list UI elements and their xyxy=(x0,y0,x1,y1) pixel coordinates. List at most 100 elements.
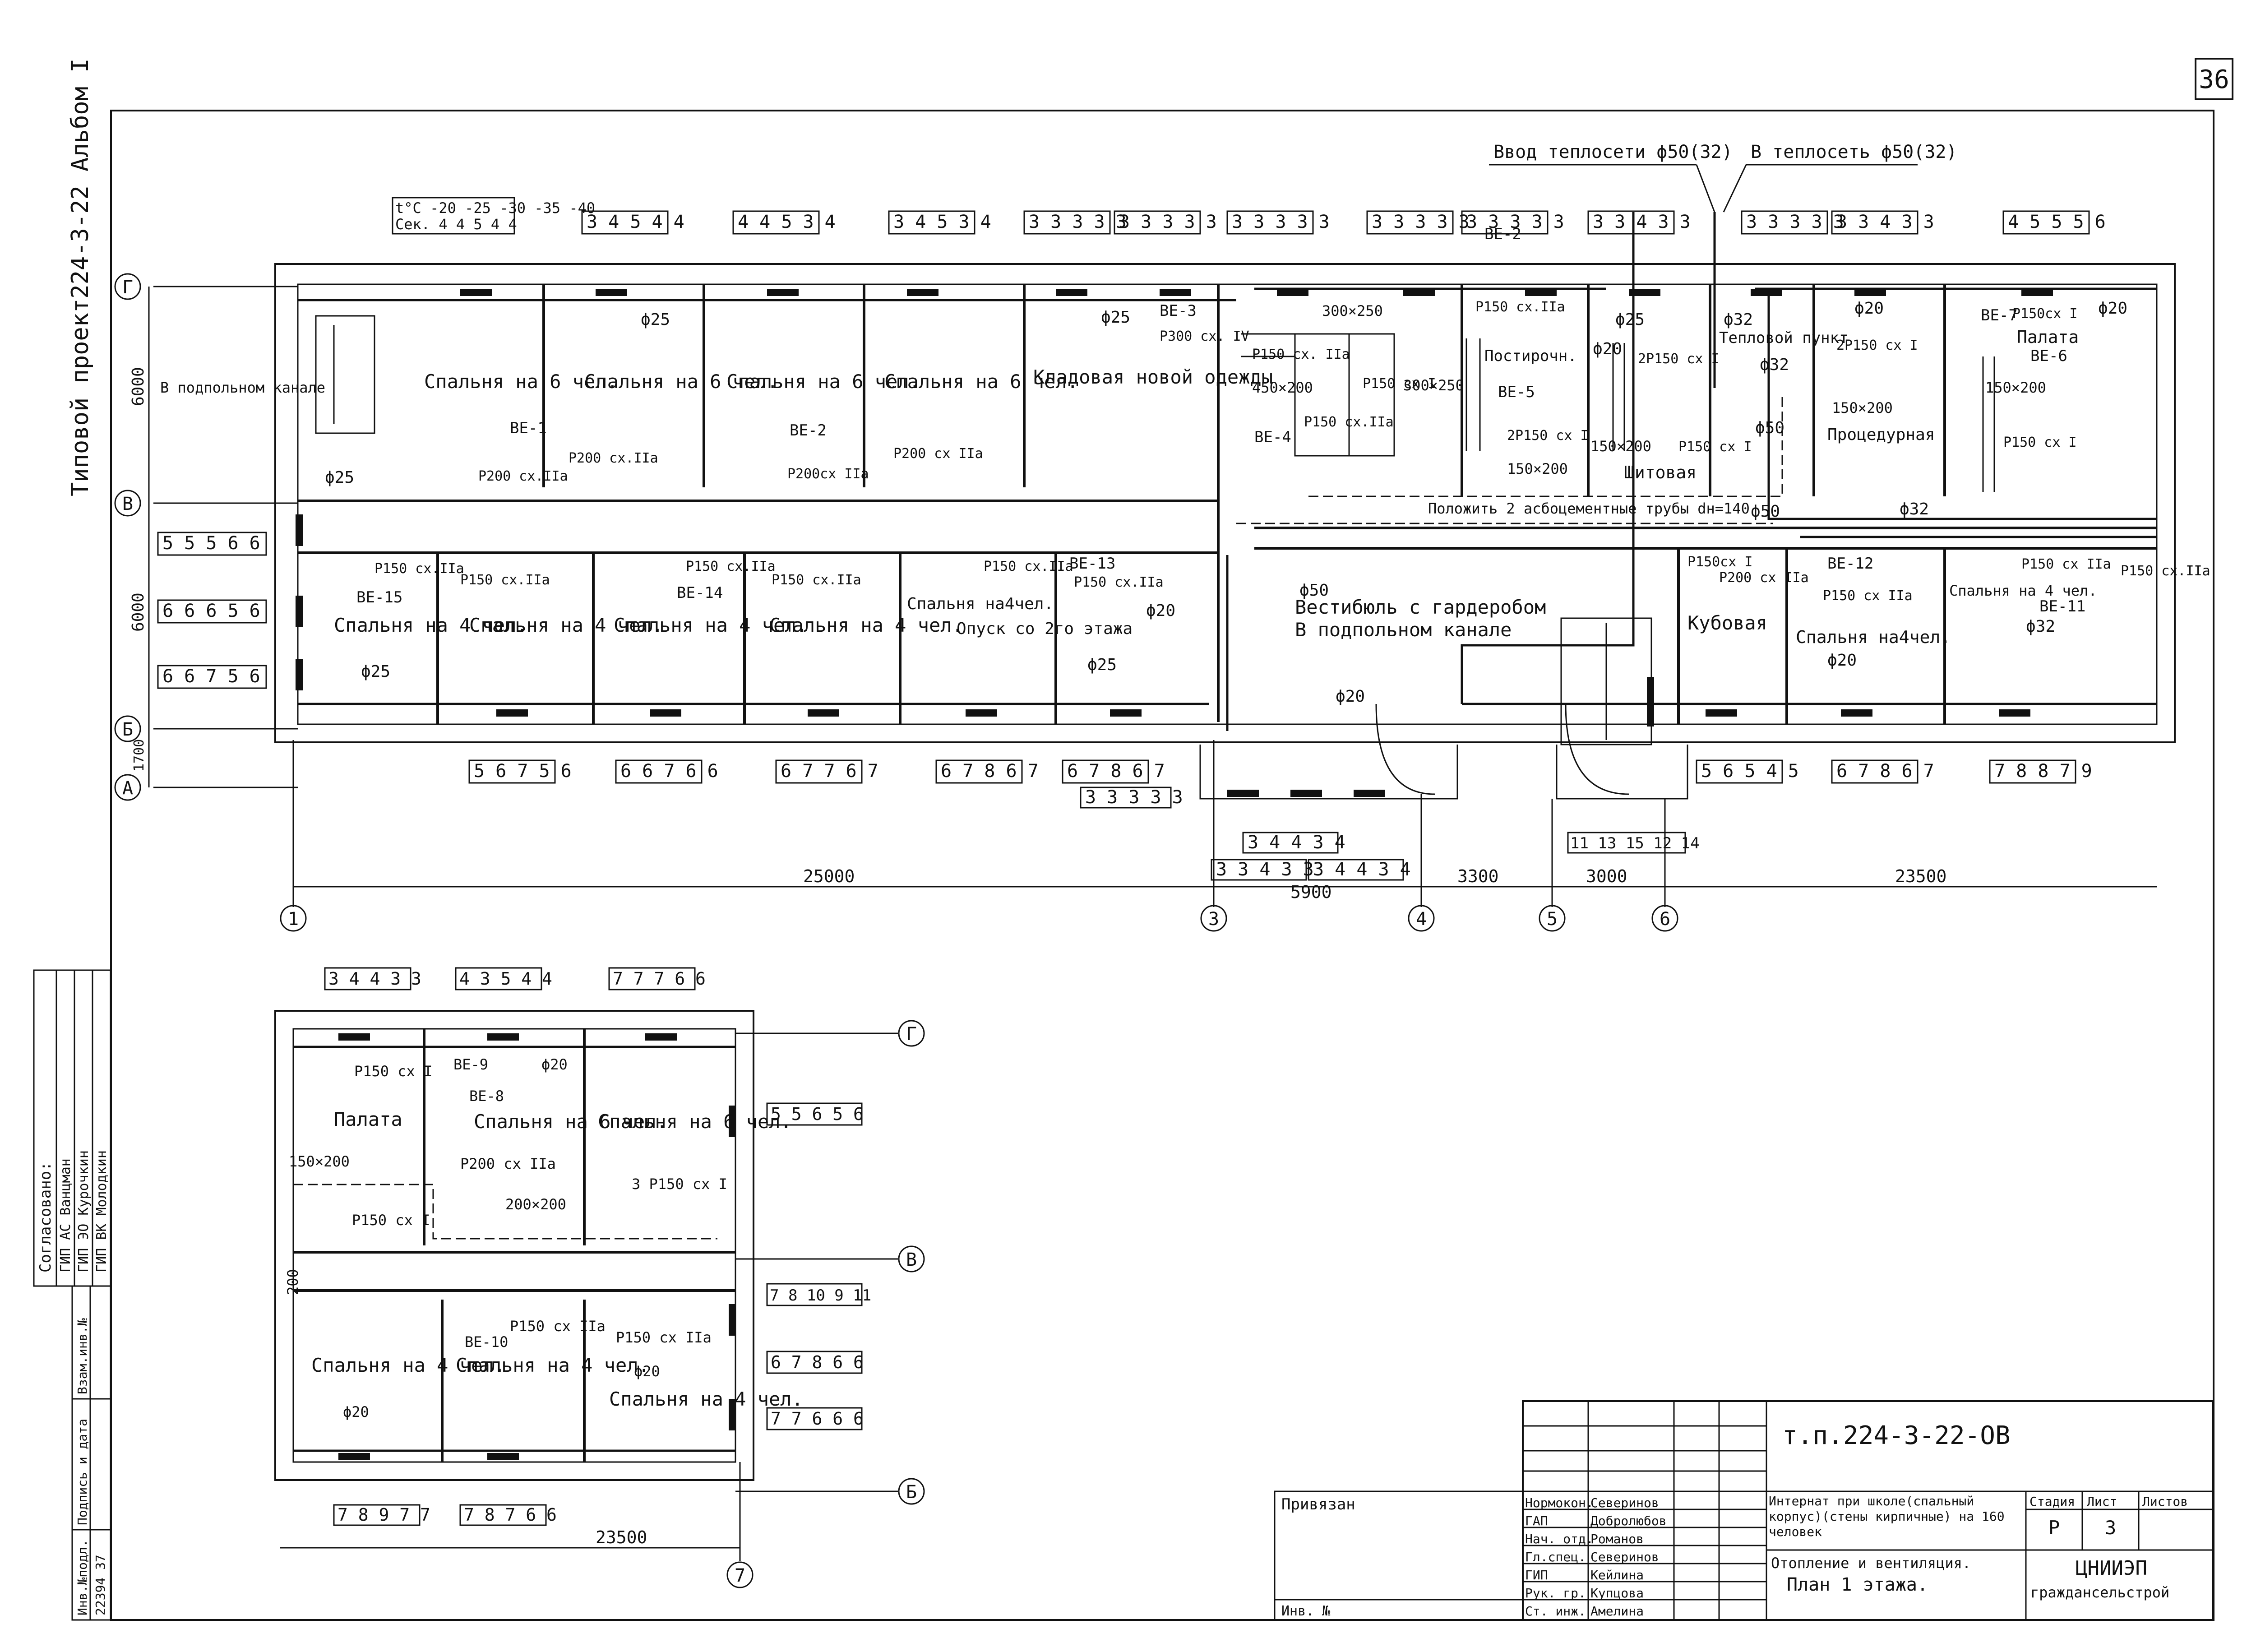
ve-tag: ВЕ-13 xyxy=(1069,555,1115,573)
org-name: граждансельстрой xyxy=(2030,1584,2169,1601)
ve-tag: ВЕ-1 xyxy=(510,419,547,437)
section-box: 3 3 4 3 3 xyxy=(1836,212,1934,232)
duct-label: 150×200 xyxy=(1507,460,1568,477)
fragment-section-boxes: 3 4 4 3 3 4 3 5 4 4 7 7 7 6 6 5 5 6 5 6 … xyxy=(324,967,871,1526)
pipe-label: ϕ20 xyxy=(1146,602,1175,620)
stage-label: Стадия xyxy=(2029,1494,2075,1509)
grille-label: Р150 сх IIа xyxy=(616,1329,712,1346)
grille-labels: Р200 сх.IIа Р200 сх.IIа Р200сх IIа Р200 … xyxy=(374,299,2210,604)
pipe-label: ϕ32 xyxy=(1760,356,1789,374)
pipe-label: ϕ20 xyxy=(343,1403,369,1421)
axis-label: 6 xyxy=(1660,909,1670,930)
section-box: 7 8 8 7 9 xyxy=(1994,761,2092,782)
room-label: Спальня на 4 чел. xyxy=(769,614,963,636)
grille-label: 3 Р150 сх I xyxy=(632,1175,727,1193)
section-box: 7 8 7 6 6 xyxy=(464,1505,557,1525)
section-box: 3 3 4 3 3 xyxy=(1593,212,1691,232)
room-label: Палата xyxy=(334,1108,402,1130)
grille-label: Р150 сх IIа xyxy=(2021,556,2111,572)
pipe-label: ϕ20 xyxy=(1593,340,1622,358)
ve-tag: ВЕ-15 xyxy=(356,588,402,606)
axis-label: 7 xyxy=(735,1565,745,1586)
temp-row: t°C -20 -25 -30 -35 -40 xyxy=(395,199,595,217)
role: ГАП xyxy=(1525,1513,1548,1528)
role: Гл.спец. xyxy=(1525,1550,1586,1564)
axis-label: 3 xyxy=(1208,909,1219,930)
section-box: 6 6 7 6 6 xyxy=(620,761,718,782)
name: Амелина xyxy=(1590,1604,1644,1619)
axis-label: В xyxy=(906,1249,917,1270)
axis-label: А xyxy=(122,778,133,799)
role: Ст. инж. xyxy=(1525,1604,1586,1619)
section-box: 4 3 5 4 4 xyxy=(459,969,552,989)
section-box: 3 4 5 3 4 xyxy=(893,212,991,232)
duct-label: 200×200 xyxy=(505,1196,566,1213)
grille-label: Р150 сх.IIа xyxy=(686,559,776,574)
pipe-label: ϕ20 xyxy=(541,1056,568,1073)
section-box: 3 4 5 4 4 xyxy=(587,212,684,232)
sheet-number: 36 xyxy=(2199,65,2229,94)
ve-tag: ВЕ-5 xyxy=(1498,383,1535,401)
stamp-label: Взам.инв.№ xyxy=(75,1318,90,1394)
grille-label: Р150 сх.IIа xyxy=(772,572,861,588)
stamp-label: Подпись и дата xyxy=(75,1419,90,1525)
section-box: 6 6 7 5 6 xyxy=(162,666,260,687)
section-box: 3 3 3 3 3 xyxy=(1466,212,1564,232)
room-label: Постирочн. xyxy=(1484,347,1577,365)
ve-tag: ВЕ-7 xyxy=(1981,306,2018,324)
section-box: 5 5 6 5 6 xyxy=(771,1104,864,1124)
section-box: 6 7 8 6 7 xyxy=(941,761,1039,782)
ve-tags: ВЕ-1 ВЕ-2 ВЕ-3 ВЕ-4 ВЕ-5 ВЕ-6 ВЕ-7 ВЕ-11… xyxy=(356,225,2085,615)
duct-label: 450×200 xyxy=(1252,379,1313,396)
room-labels: Спальня на 6 чел. Спальня на 6 чел. Спал… xyxy=(334,327,2097,647)
section-box: 5 6 5 4 5 xyxy=(1701,761,1799,782)
section-box: 7 7 6 6 6 xyxy=(771,1409,864,1429)
pipe-label: ϕ25 xyxy=(1087,656,1117,674)
grille-label: Р300 сх. IV xyxy=(1160,329,1249,344)
duct-label: 150×200 xyxy=(289,1153,350,1170)
name: Северинов xyxy=(1590,1495,1659,1510)
room-label: Палата xyxy=(2017,327,2079,347)
section-box: 3 4 4 3 3 xyxy=(328,969,421,989)
fragment-room-labels: Палата Спальня на 6 чел. Спальня на 6 че… xyxy=(311,1108,803,1410)
grille-label: Р150 сх I xyxy=(1678,439,1752,455)
riser-note: Опуск со 2го этажа xyxy=(957,620,1133,638)
room-label: Спальня на 6 чел. xyxy=(884,370,1078,393)
approval-row: ГИП ВК Молодкин xyxy=(94,1150,110,1273)
pipe-label: ϕ20 xyxy=(2098,299,2127,318)
grille-label: Р200 сх.IIа xyxy=(569,450,658,466)
section-box: 5 5 5 6 6 xyxy=(162,533,260,554)
room-label: Кладовая новой одежды xyxy=(1033,366,1273,388)
name: Кейлина xyxy=(1590,1568,1644,1583)
section-box: 6 6 6 5 6 xyxy=(162,601,260,621)
name: Добролюбов xyxy=(1590,1513,1667,1528)
approval-title: Согласовано: xyxy=(37,1161,55,1273)
section-box: 3 3 4 3 3 xyxy=(1216,859,1314,880)
grille-label: Р150 сх I xyxy=(354,1063,432,1080)
section-box: 3 3 3 3 3 xyxy=(1372,212,1470,232)
pipe-label: ϕ25 xyxy=(325,468,354,487)
stage-value: Р xyxy=(2048,1517,2060,1539)
duct-labels: 450×200 150×200 150×200 150×200 300×250 … xyxy=(1252,302,2046,477)
role: Нач. отд. xyxy=(1525,1532,1594,1546)
sections-row: Сек. 4 4 5 4 4 xyxy=(395,216,517,233)
room-label: Кубовая xyxy=(1687,612,1767,634)
pipe-label: ϕ20 xyxy=(1854,299,1884,318)
supply-in-label: Ввод теплосети ϕ50(32) xyxy=(1493,142,1733,162)
approval-row: ГИП ЭО Курочкин xyxy=(76,1150,92,1273)
grille-label: Р150сх I xyxy=(1687,554,1753,570)
role: Нормокон. xyxy=(1525,1495,1594,1510)
grille-label: 2Р150 сх I xyxy=(1507,428,1589,444)
room-label: Спальня на4чел. xyxy=(907,595,1054,613)
grille-label: Р150 сх.IIа xyxy=(374,561,464,577)
room-label: Спальня на4чел. xyxy=(1796,627,1951,647)
section-box: 3 3 3 3 3 xyxy=(1119,212,1217,232)
grille-label: Р150 сх.IIа xyxy=(1304,414,1394,430)
sheet-title: План 1 этажа. xyxy=(1787,1574,1928,1595)
room-label: В подпольном канале xyxy=(1295,619,1512,641)
grille-label: Р150 сх.IIа xyxy=(460,572,550,588)
section-box: 7 8 9 7 7 xyxy=(337,1505,430,1525)
supply-out-label: В теплосеть ϕ50(32) xyxy=(1751,142,1957,162)
ve-tag: ВЕ-2 xyxy=(790,421,827,440)
duct-label: 150×200 xyxy=(1832,399,1893,416)
